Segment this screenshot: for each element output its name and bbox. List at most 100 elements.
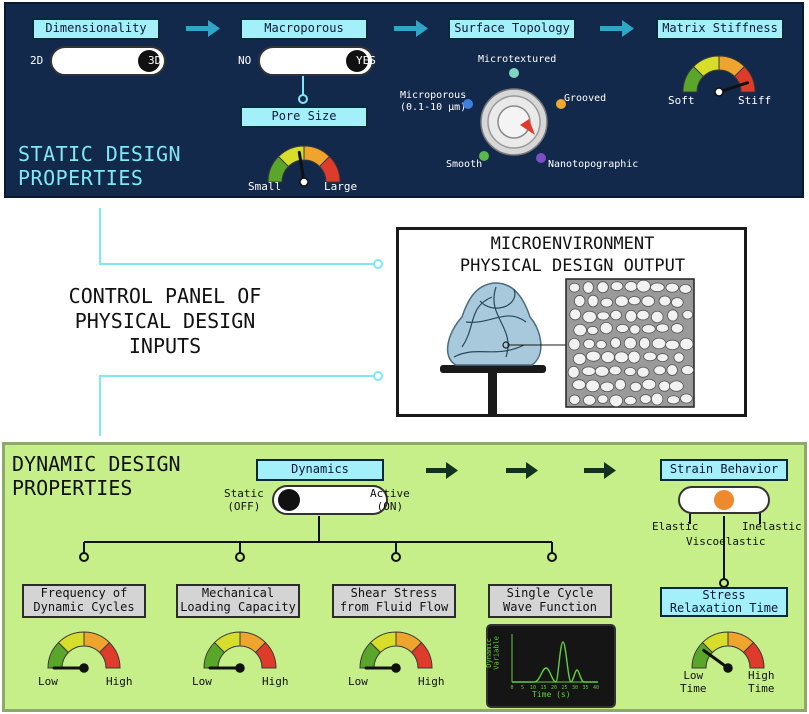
macroporous-label: Macroporous [240,18,368,40]
pore [666,364,678,376]
pore [586,326,599,335]
strain-slider-knob[interactable] [714,490,734,510]
dynamics-toggle[interactable] [272,485,388,515]
gauge-segment [318,155,341,183]
pore [572,352,587,366]
center-connectors [99,208,383,436]
shear-stress-gauge [359,631,433,673]
pore [601,351,615,364]
dynamic-design-panel [2,442,807,712]
stress-relaxation-low-label: Low Time [680,669,707,695]
pore [582,281,594,294]
gauge-needle [702,648,730,670]
gauge-hub [235,663,245,673]
wave-tick-label: 25 [561,685,567,691]
wave-tick-label: 30 [572,685,578,691]
pore [624,281,638,292]
matrix-stiffness-soft-label: Soft [668,94,695,107]
pore [673,352,685,363]
macroporous-no-label: NO [238,54,252,67]
pore [567,366,580,379]
gauge-segment [410,641,433,669]
pore [569,394,581,405]
pore [655,323,670,333]
pore [599,322,613,335]
pore [670,323,684,334]
toggle-knob [278,489,300,511]
pore [614,295,629,307]
gauge-segment [98,641,121,669]
macroporous-yes-label: YES [356,54,376,67]
mechanical-low-label: Low [192,675,212,688]
strain-behavior-slider[interactable] [678,486,770,514]
static-flow-arrows [186,20,634,37]
topology-smooth-label: Smooth [446,159,483,170]
pore [669,380,684,392]
pore [639,394,652,404]
topology-microporous-label: Microporous (0.1-10 µm) [400,90,467,113]
pore [587,294,599,308]
pore [608,365,622,376]
dynamics-label: Dynamics [256,459,384,481]
wave-tick-label: 5 [521,685,524,691]
macroporous-connector [298,76,308,104]
gauge-hub [299,177,309,187]
shear-high-label: High [418,675,445,688]
pore [658,380,671,392]
dynamic-title-line2: PROPERTIES [12,476,133,500]
strain-behavior-label: Strain Behavior [660,459,788,481]
pore [665,282,680,293]
dimensionality-label: Dimensionality [32,18,160,40]
stress-relaxation-gauge [691,631,765,673]
pore [628,296,641,306]
gauge-needle [297,150,306,184]
pore [616,323,629,333]
pore [610,309,622,321]
topology-nanotopographic-label: Nanotopographic [548,159,639,170]
stress-relaxation-label: Stress Relaxation Time [660,587,788,617]
topology-grooved-label: Grooved [564,93,607,104]
control-panel-title: CONTROL PANEL OF PHYSICAL DESIGN INPUTS [68,284,262,358]
pore-size-large-label: Large [324,180,358,193]
surface-topology-dial[interactable] [440,60,580,170]
wave-function-screen [486,624,616,708]
pore [680,393,693,404]
pore [594,365,610,377]
wave-tick-label: 0 [510,685,513,691]
dimensionality-toggle[interactable] [50,46,166,76]
pore [643,351,657,362]
frequency-high-label: High [106,675,133,688]
gauge-hub [391,663,401,673]
dynamics-static-label: Static (OFF) [224,487,264,514]
pore [638,337,651,350]
pore [653,365,666,376]
pore [682,310,694,320]
output-title-line2: PHYSICAL DESIGN OUTPUT [459,256,686,276]
strain-viscoelastic-label: Viscoelastic [686,535,766,548]
pore [614,351,629,364]
gauge-hub [79,663,89,673]
dimensionality-3d-label: 3D [148,54,162,67]
pore [585,350,601,362]
dynamics-active-label: Active (ON) [370,487,410,514]
topology-microtextured-label: Microtextured [478,54,557,65]
pore [651,392,664,406]
shear-low-label: Low [348,675,368,688]
wave-tick-label: 15 [540,685,546,691]
pore [624,367,637,376]
pore [610,281,624,292]
macroporous-toggle[interactable] [258,46,374,76]
pore [597,394,609,404]
pore [582,310,597,324]
hydrogel-illustration [440,278,695,415]
pore-size-label: Pore Size [240,106,368,128]
pore [610,337,622,349]
matrix-stiffness-gauge [682,55,756,97]
pore [625,309,637,323]
pore [681,365,695,376]
pore [568,337,581,351]
pore [596,311,610,321]
mechanical-gauge [203,631,277,673]
dynamic-title-line1: DYNAMIC DESIGN [12,452,181,476]
